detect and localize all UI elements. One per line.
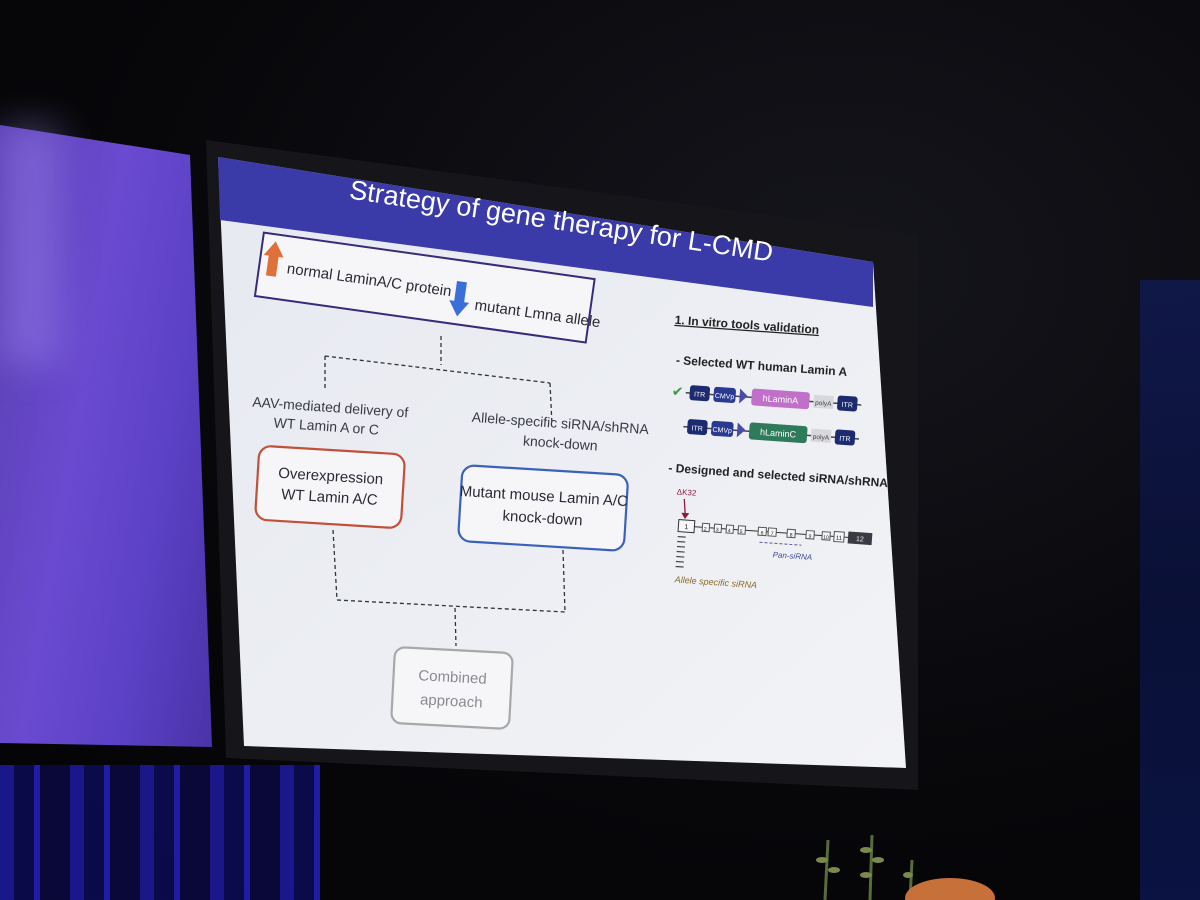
right-caption-2: knock-down: [523, 432, 599, 453]
svg-text:ITR: ITR: [841, 402, 853, 410]
connector-lines: [324, 336, 566, 647]
down-arrow-icon: [449, 280, 470, 317]
svg-text:polyA: polyA: [815, 400, 832, 408]
svg-text:hLaminC: hLaminC: [760, 427, 797, 440]
svg-text:ITR: ITR: [694, 391, 706, 399]
right-stage-light: [1140, 280, 1200, 900]
svg-text:ITR: ITR: [691, 425, 703, 433]
construct-laminC: ITR CMVp hLaminC polyA ITR: [683, 419, 859, 446]
lmna-gene-map: ΔK32 1 2 3 4 5 6 7 8: [673, 487, 873, 590]
up-arrow-icon: [263, 241, 284, 277]
svg-text:8: 8: [789, 532, 792, 538]
svg-text:4: 4: [728, 528, 731, 534]
checkmark-icon: ✔: [671, 383, 684, 400]
combined-box: [390, 646, 514, 730]
svg-text:1: 1: [684, 524, 688, 531]
svg-text:9: 9: [808, 534, 811, 540]
svg-text:polyA: polyA: [813, 434, 830, 442]
left-caption-2: WT Lamin A or C: [273, 414, 379, 437]
stage-blue-lights: [0, 765, 320, 900]
svg-text:CMVp: CMVp: [715, 393, 735, 401]
overexpression-box: [254, 445, 406, 529]
knockdown-line2: knock-down: [502, 508, 583, 530]
svg-text:ITR: ITR: [839, 436, 851, 444]
combined-line1: Combined: [418, 667, 487, 688]
left-screen-glare: [0, 125, 60, 365]
mutation-label: ΔK32: [676, 487, 697, 497]
goal-box: [253, 231, 596, 344]
svg-text:3: 3: [716, 527, 719, 533]
svg-text:2: 2: [704, 526, 707, 532]
svg-text:CMVp: CMVp: [712, 427, 732, 435]
svg-text:6: 6: [760, 530, 763, 536]
pan-sirna-label: Pan-siRNA: [772, 550, 812, 562]
left-projection-screen: [0, 125, 212, 747]
svg-text:hLaminA: hLaminA: [762, 393, 798, 405]
svg-text:11: 11: [836, 536, 843, 542]
svg-text:5: 5: [740, 529, 743, 535]
overexpression-line1: Overexpression: [278, 465, 384, 488]
construct-laminA: ✔ ITR CMVp hLaminA polyA ITR: [671, 383, 862, 412]
title-bar: [218, 157, 873, 307]
combined-line2: approach: [420, 691, 483, 711]
audience-head: [905, 878, 995, 900]
overexpression-line2: WT Lamin A/C: [281, 486, 378, 509]
svg-text:7: 7: [770, 531, 773, 537]
svg-text:10: 10: [823, 535, 829, 541]
svg-text:12: 12: [856, 536, 864, 544]
plant-foliage: [816, 834, 914, 900]
knockdown-box: [457, 464, 629, 552]
